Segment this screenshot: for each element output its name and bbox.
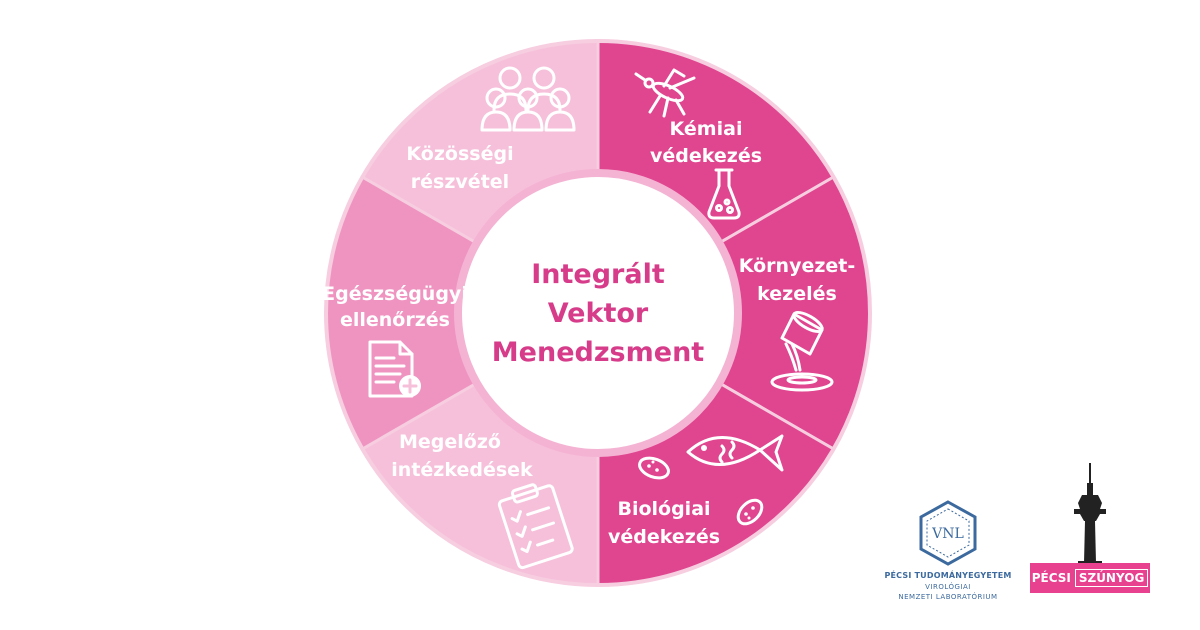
segment-label-chemical-2: védekezés <box>650 145 762 167</box>
flask-icon <box>707 168 741 220</box>
fish-icon <box>686 434 784 472</box>
bacteria-icon <box>638 456 764 526</box>
vnl-logo: VNL PÉCSI TUDOMÁNYEGYETEM VIROLÓGIAI NEM… <box>878 500 1018 610</box>
segment-label-health-2: ellenőrzés <box>340 309 450 331</box>
segment-label-prevention-2: intézkedések <box>391 459 533 481</box>
vnl-lab-name-line-2: NEMZETI LABORATÓRIUM <box>898 593 998 601</box>
clipboard-checklist-icon <box>497 483 574 570</box>
pecsi-szunyog-word-1: PÉCSI <box>1031 571 1071 585</box>
pecsi-szunyog-logo: PÉCSI SZÚNYOG <box>1030 463 1150 595</box>
vnl-university-name: PÉCSI TUDOMÁNYEGYETEM <box>884 571 1012 580</box>
center-title-line-2: Vektor <box>548 298 649 329</box>
medical-document-icon <box>368 340 421 398</box>
segment-label-health-1: Egészségügyi <box>322 283 468 305</box>
mosquito-icon <box>634 68 696 118</box>
segment-label-chemical-1: Kémiai <box>670 118 743 140</box>
vnl-mark: VNL <box>931 526 964 542</box>
segment-label-biological-2: védekezés <box>608 526 720 548</box>
segment-label-environment-2: kezelés <box>757 283 837 305</box>
pecsi-szunyog-badge: PÉCSI SZÚNYOG <box>1030 563 1150 593</box>
tv-tower-icon <box>1074 463 1106 565</box>
bucket-pouring-icon <box>770 310 834 392</box>
segment-label-community-1: Közösségi <box>406 143 513 165</box>
segment-label-biological-1: Biológiai <box>617 498 710 520</box>
people-group-icon <box>480 66 576 132</box>
center-title-line-1: Integrált <box>531 259 665 290</box>
outer-ring-border <box>324 39 872 587</box>
vnl-lab-name-line-1: VIROLÓGIAI <box>925 583 971 591</box>
pecsi-szunyog-word-2: SZÚNYOG <box>1074 569 1149 587</box>
center-title-line-3: Menedzsment <box>492 337 704 368</box>
center-circle <box>454 169 742 457</box>
segment-label-prevention-1: Megelőző <box>399 431 501 453</box>
segment-label-environment-1: Környezet- <box>739 255 856 277</box>
segment-label-community-2: részvétel <box>411 171 509 193</box>
